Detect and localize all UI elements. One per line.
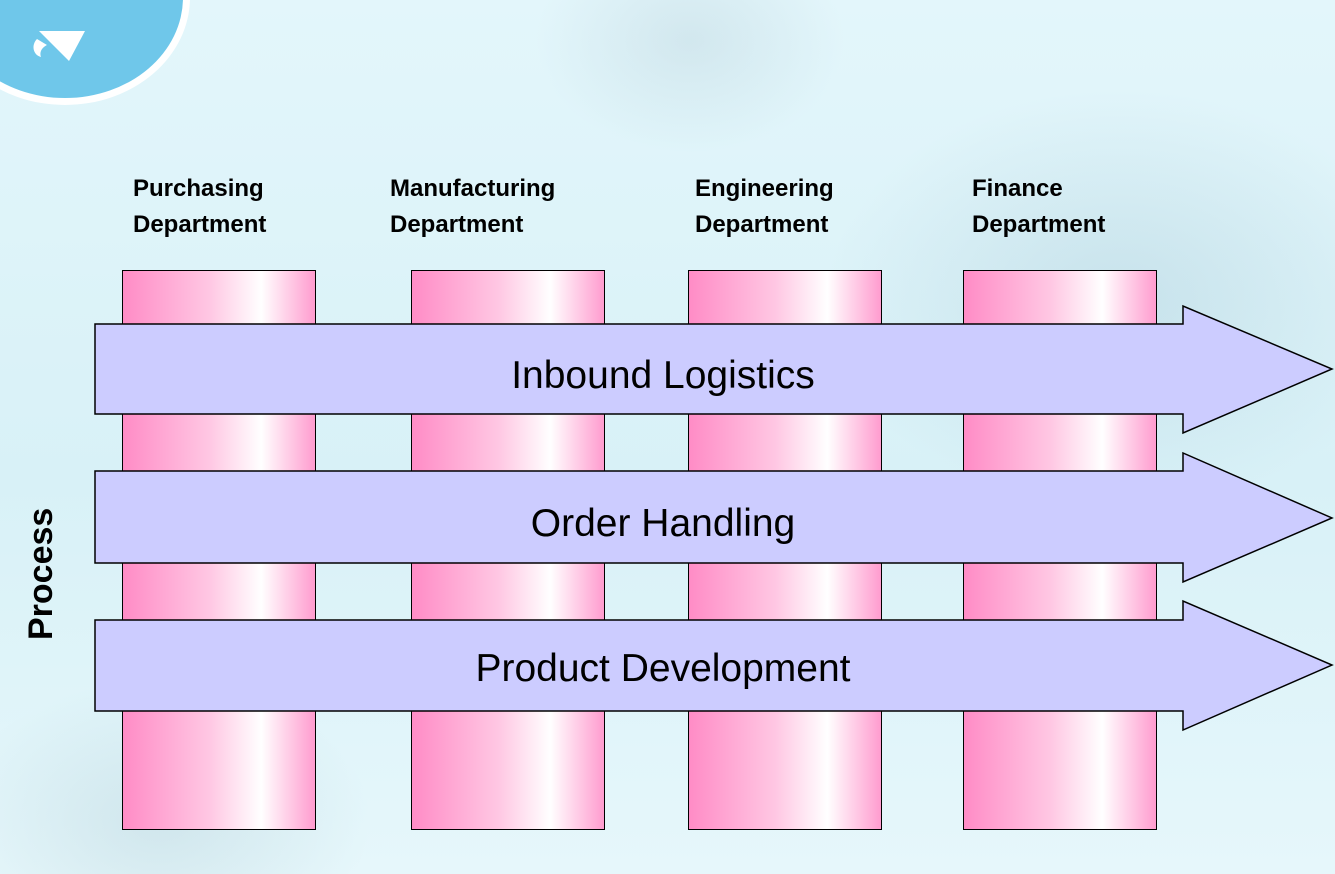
dept-label-line1: Manufacturing: [390, 175, 556, 202]
dept-label-line1: Purchasing: [133, 175, 264, 202]
process-arrow-product-development: Product Development: [94, 599, 1334, 732]
process-arrow-inbound-logistics: Inbound Logistics: [94, 304, 1334, 435]
dept-label-line1: Finance: [972, 175, 1063, 202]
dept-label-finance: Finance Department: [972, 171, 1105, 243]
dept-label-line2: Department: [972, 211, 1106, 238]
dept-label-line1: Engineering: [695, 175, 834, 202]
process-label-product-development: Product Development: [475, 647, 850, 690]
process-arrow-order-handling: Order Handling: [94, 451, 1334, 584]
dept-label-line2: Department: [695, 211, 829, 238]
rocket-icon: [33, 31, 85, 61]
dept-label-line2: Department: [390, 211, 524, 238]
dept-label-engineering: Engineering Department: [695, 171, 834, 243]
process-label-order-handling: Order Handling: [531, 502, 795, 545]
dept-label-purchasing: Purchasing Department: [133, 171, 266, 243]
dept-label-manufacturing: Manufacturing Department: [390, 171, 555, 243]
dept-label-line2: Department: [133, 211, 267, 238]
process-label-inbound-logistics: Inbound Logistics: [511, 354, 815, 397]
